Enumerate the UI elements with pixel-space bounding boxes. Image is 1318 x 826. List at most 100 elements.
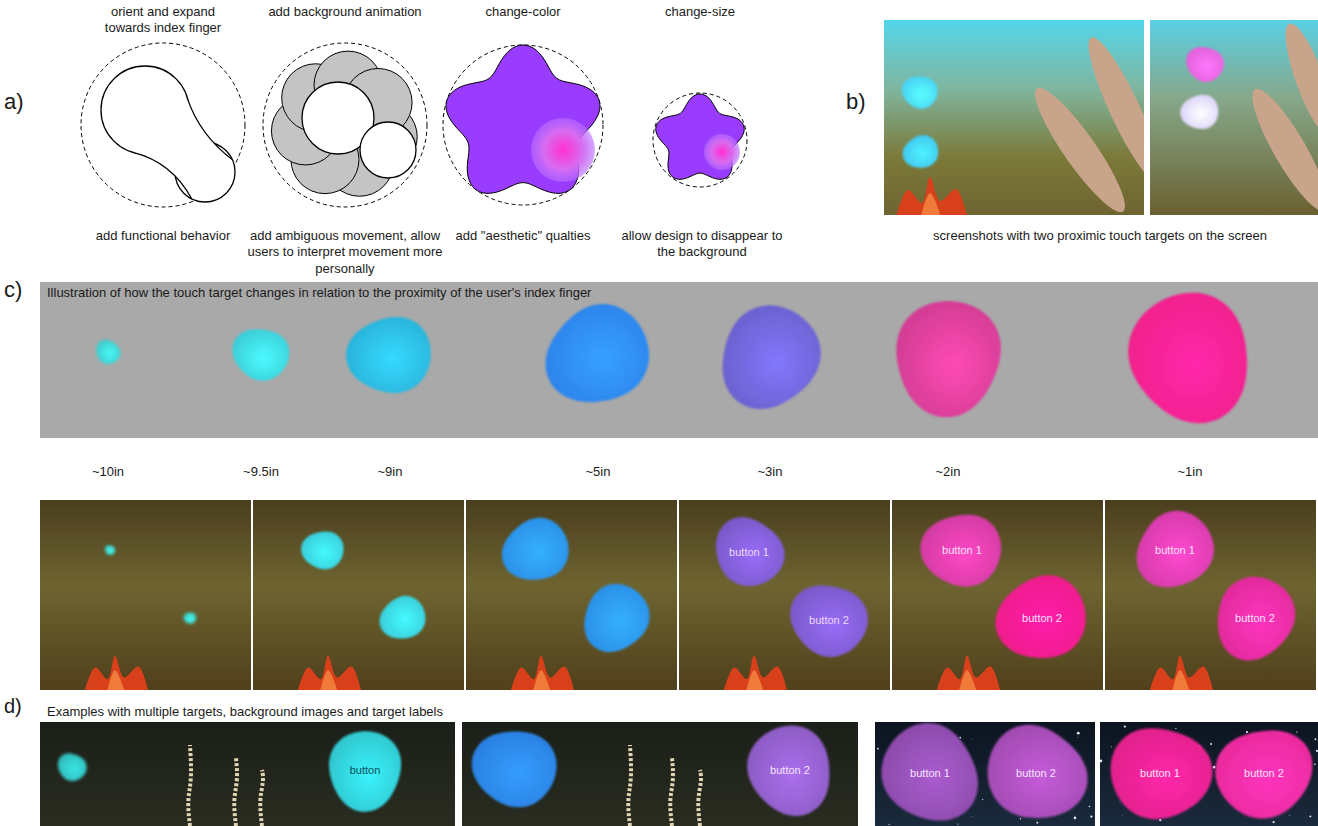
photo bbox=[679, 500, 890, 690]
star bbox=[1090, 815, 1092, 817]
star bbox=[982, 799, 983, 800]
star bbox=[959, 737, 961, 739]
touch-target-blob bbox=[1186, 47, 1224, 82]
color-blob bbox=[656, 94, 744, 179]
plant-stem bbox=[698, 770, 701, 826]
star bbox=[1314, 763, 1316, 765]
target-label: button 1 bbox=[1155, 544, 1195, 556]
target-label: button 1 bbox=[729, 546, 769, 558]
target-label: button bbox=[350, 764, 381, 776]
photo-background bbox=[253, 500, 464, 690]
touch-target: button 2 bbox=[997, 573, 1087, 663]
flower-petal bbox=[1171, 670, 1191, 690]
star bbox=[1316, 750, 1318, 752]
target-label: button 2 bbox=[1016, 767, 1056, 779]
flower bbox=[723, 656, 789, 690]
distance-label: ~2in bbox=[908, 464, 988, 480]
target-label: button 2 bbox=[809, 614, 849, 626]
touch-target-blob bbox=[502, 518, 569, 580]
caption-text: allow design to disappear to the backgro… bbox=[617, 228, 787, 261]
distance-label: ~10in bbox=[68, 464, 148, 480]
flower-petal bbox=[958, 670, 978, 690]
touch-target-blob bbox=[96, 340, 120, 364]
flower-petal bbox=[319, 670, 339, 690]
photo-background bbox=[875, 722, 1095, 826]
caption-text: add "aesthetic" qualties bbox=[448, 228, 598, 244]
photo-background bbox=[462, 722, 858, 826]
touch-target-blob bbox=[988, 725, 1088, 818]
highlight-spot bbox=[531, 118, 595, 182]
star bbox=[1077, 732, 1080, 735]
distance-label: ~9.5in bbox=[221, 464, 301, 480]
touch-target: button 2 bbox=[986, 723, 1086, 823]
star bbox=[1314, 738, 1316, 740]
target-label: button 2 bbox=[1244, 767, 1284, 779]
range-circle bbox=[653, 93, 747, 187]
photo-background bbox=[892, 500, 1103, 690]
target-label: button 2 bbox=[1235, 612, 1275, 624]
distance-label: ~3in bbox=[730, 464, 810, 480]
range-circle bbox=[81, 43, 245, 207]
touch-target-blob bbox=[896, 301, 1001, 417]
touch-target: button 2 bbox=[790, 581, 868, 659]
gray-band bbox=[40, 282, 1318, 438]
touch-target-blob bbox=[920, 515, 1001, 587]
bridge-outline bbox=[133, 99, 233, 199]
touch-target-blob bbox=[472, 732, 557, 808]
touch-target-blob bbox=[1128, 293, 1247, 424]
finger bbox=[1276, 20, 1318, 141]
touch-target-blob bbox=[716, 517, 785, 586]
flower bbox=[1149, 656, 1215, 690]
bridge-fill bbox=[133, 99, 233, 199]
plant-stem bbox=[188, 745, 191, 826]
star bbox=[1119, 801, 1121, 803]
touch-target-blob bbox=[380, 596, 426, 639]
photo bbox=[1150, 20, 1318, 215]
touch-target-blob bbox=[1215, 731, 1312, 819]
caption-text: change-color bbox=[443, 4, 603, 20]
photo bbox=[1105, 500, 1316, 690]
touch-target-blob bbox=[902, 77, 938, 109]
star bbox=[1122, 814, 1124, 816]
target-label: button 1 bbox=[910, 767, 950, 779]
photo-background bbox=[40, 722, 455, 826]
photo bbox=[40, 500, 251, 690]
star bbox=[1036, 822, 1038, 824]
touch-target-blob bbox=[1180, 95, 1218, 129]
caption-text: screenshots with two proximic touch targ… bbox=[890, 228, 1310, 244]
photo bbox=[40, 722, 455, 826]
star bbox=[1213, 766, 1216, 769]
flower-petal bbox=[532, 670, 552, 690]
star bbox=[888, 824, 889, 825]
caption-text: Illustration of how the touch target cha… bbox=[47, 285, 947, 301]
panel-letter: a) bbox=[4, 88, 34, 116]
flower-petal bbox=[745, 670, 765, 690]
caption-text: add background animation bbox=[235, 4, 455, 20]
distance-label: ~1in bbox=[1150, 464, 1230, 480]
star bbox=[1272, 821, 1274, 823]
plant-stem bbox=[670, 758, 673, 826]
distance-label: ~5in bbox=[558, 464, 638, 480]
star bbox=[1159, 819, 1161, 821]
touch-target-blob bbox=[329, 731, 401, 812]
caption-text: Examples with multiple targets, backgrou… bbox=[47, 704, 747, 720]
star bbox=[957, 824, 958, 825]
plant-stem bbox=[234, 758, 237, 826]
star bbox=[1210, 743, 1212, 745]
panel-letter: c) bbox=[4, 276, 34, 304]
star bbox=[1100, 759, 1102, 762]
touch-target-blob bbox=[903, 135, 939, 168]
touch-target-blob bbox=[105, 545, 115, 555]
touch-target-blob bbox=[1111, 728, 1213, 819]
star bbox=[1175, 728, 1176, 729]
flower bbox=[936, 656, 1002, 690]
photo bbox=[253, 500, 464, 690]
caption-text: add ambiguous movement, allow users to i… bbox=[240, 228, 450, 277]
star bbox=[1246, 731, 1248, 733]
star bbox=[1111, 746, 1112, 747]
panel-letter: d) bbox=[4, 694, 34, 719]
photo bbox=[466, 500, 677, 690]
flower bbox=[297, 656, 363, 690]
touch-target: button 2 bbox=[1216, 725, 1312, 821]
